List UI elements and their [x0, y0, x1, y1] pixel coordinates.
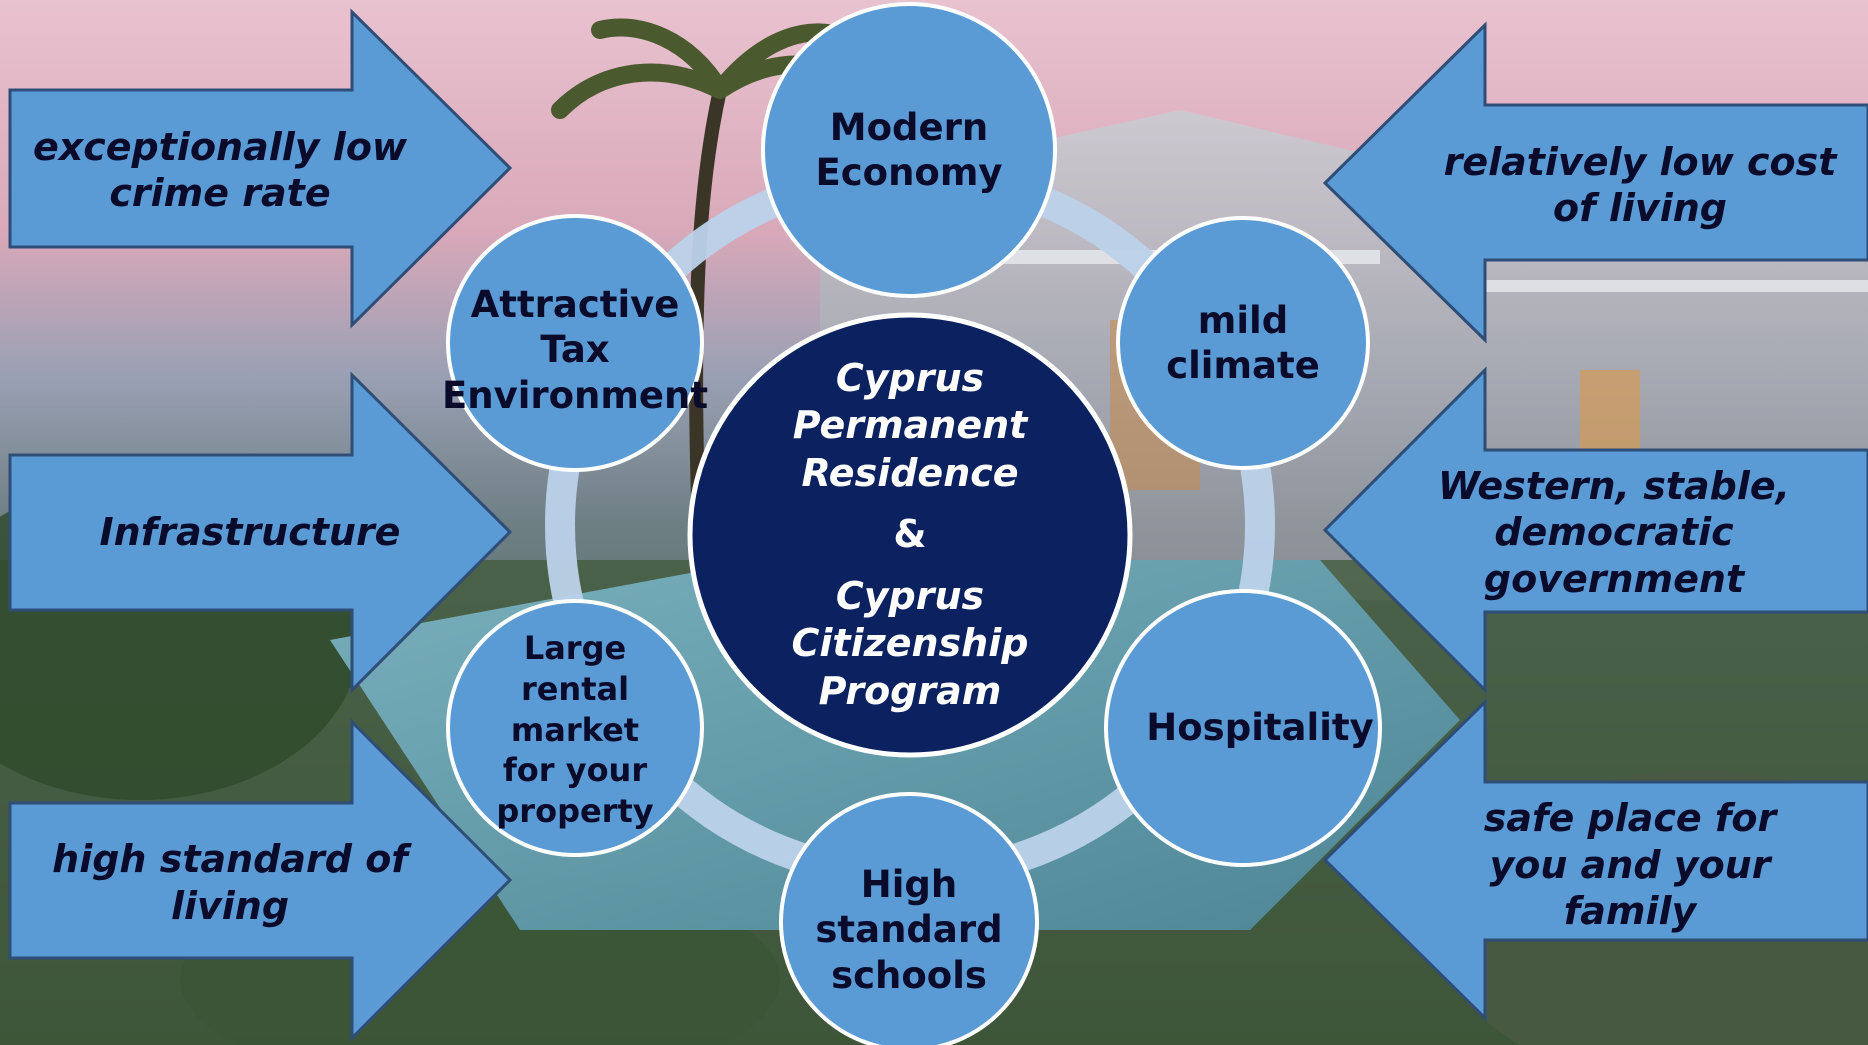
arrow-crime-rate-label: exceptionally low crime rate: [32, 124, 408, 215]
arrow-infrastructure-shape: [8, 371, 513, 694]
node-hospitality-shape: [1104, 589, 1382, 867]
node-mild-climate-label: mild climate: [1166, 298, 1320, 387]
center-line-2: Permanent: [792, 403, 1028, 448]
node-mild-climate-shape: [1116, 216, 1370, 470]
center-hub-label: Cyprus Permanent Residence & Cyprus Citi…: [740, 340, 1080, 730]
center-line-5: Citizenship: [791, 621, 1029, 666]
arrow-crime-rate-shape: [8, 8, 513, 329]
arrow-safe-place-shape: [1322, 698, 1868, 1022]
node-modern-economy-shape: [761, 2, 1057, 298]
arrow-government-shape: [1322, 366, 1868, 694]
arrow-infrastructure-label: Infrastructure: [99, 510, 401, 555]
center-line-4: Cyprus: [835, 573, 985, 618]
node-attractive-tax-label: Attractive Tax Environment: [441, 283, 709, 417]
node-large-rental-market-label: Large rental market for your property: [496, 628, 654, 831]
node-attractive-tax-shape: [446, 214, 704, 472]
center-line-1: Cyprus: [835, 355, 985, 400]
node-high-standard-schools-shape: [779, 792, 1039, 1045]
center-line-6: Program: [818, 668, 1002, 713]
node-modern-economy-label: Modern Economy: [815, 105, 1003, 194]
arrow-standard-of-living-shape: [8, 718, 513, 1042]
node-large-rental-market-shape: [446, 599, 704, 857]
node-hospitality-label: Hospitality: [1146, 706, 1374, 750]
arrow-standard-of-living-label: high standard of living: [52, 837, 408, 928]
center-hub-shape: [687, 312, 1133, 758]
arrow-cost-of-living-shape: [1322, 21, 1868, 344]
center-ampersand: &: [893, 512, 927, 557]
arrow-government-label: Western, stable, democratic government: [1437, 463, 1791, 601]
center-line-3: Residence: [801, 450, 1019, 495]
node-high-standard-schools-label: High standard schools: [815, 863, 1003, 997]
arrow-cost-of-living-label: relatively low cost of living: [1443, 139, 1837, 230]
arrow-safe-place-label: safe place for you and your family: [1483, 796, 1777, 934]
